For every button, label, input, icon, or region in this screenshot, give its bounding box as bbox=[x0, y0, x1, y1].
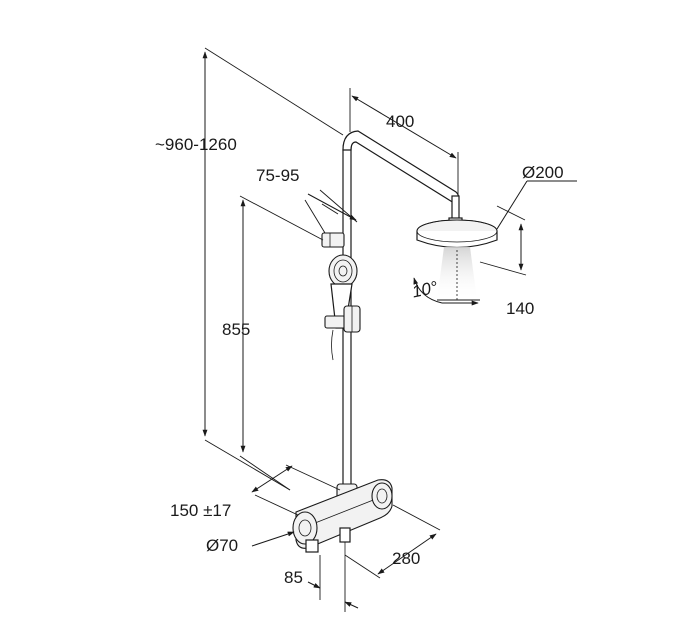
dimension-wall-offset bbox=[307, 555, 359, 612]
label-wall-offset: 85 bbox=[284, 568, 303, 587]
shower-column bbox=[342, 130, 463, 521]
dimension-handshower-height bbox=[239, 195, 324, 491]
dimension-arm-length bbox=[349, 88, 459, 196]
overhead-shower-head bbox=[416, 219, 498, 300]
label-valve-projection: 280 bbox=[392, 549, 420, 568]
label-total-height: ~960-1260 bbox=[155, 135, 237, 154]
handshower-holder-top bbox=[321, 232, 345, 248]
label-valve-diameter: Ø70 bbox=[206, 536, 238, 555]
label-tilt-angle: 10° bbox=[410, 278, 439, 302]
label-handshower-height: 855 bbox=[222, 320, 250, 339]
dimension-head-depth bbox=[479, 205, 527, 276]
hand-shower bbox=[324, 254, 361, 361]
dimension-valve-centers bbox=[251, 464, 341, 516]
dimension-valve-diameter bbox=[251, 531, 295, 547]
dimension-total-height bbox=[202, 47, 344, 491]
label-arm-length: 400 bbox=[386, 112, 414, 131]
label-valve-centers: 150 ±17 bbox=[170, 501, 231, 520]
label-head-diameter: Ø200 bbox=[522, 163, 564, 182]
dimension-head-diameter bbox=[496, 180, 577, 230]
label-holder-offset: 75-95 bbox=[256, 166, 299, 185]
thermostatic-mixer bbox=[292, 479, 393, 560]
label-head-depth: 140 bbox=[506, 299, 534, 318]
dimension-valve-projection bbox=[344, 504, 441, 579]
dimension-tilt-angle bbox=[413, 277, 480, 306]
dimension-holder-offset bbox=[304, 189, 358, 234]
